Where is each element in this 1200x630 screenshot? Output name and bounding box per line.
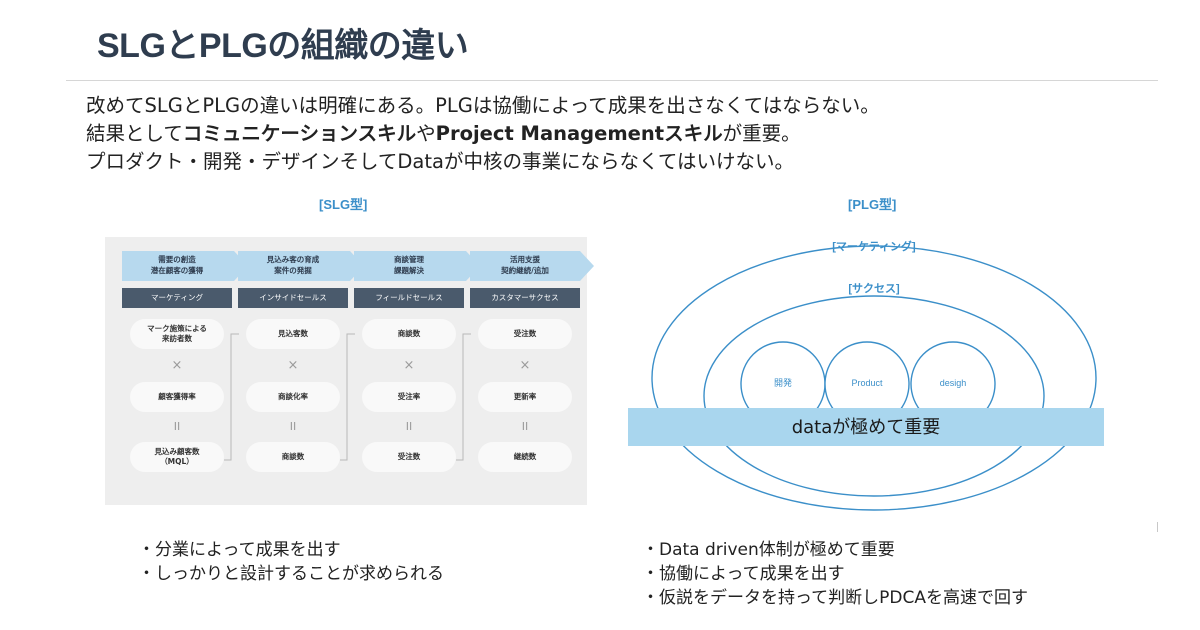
metric-input-line: マーク施策による [147, 324, 207, 333]
stage-line-2: 潜在顧客の獲得 [150, 266, 204, 275]
metric-input: 受注数 [478, 319, 572, 349]
slg-connectors [224, 333, 471, 461]
page-title: SLGとPLGの組織の違い [97, 27, 469, 65]
role-header: マーケティング [122, 288, 232, 308]
metric-rate: 顧客獲得率 [130, 382, 224, 412]
metric-output-line: 受注数 [397, 452, 421, 461]
data-bar [628, 408, 1104, 446]
plg-section-label: [PLG型] [848, 197, 897, 212]
stage-line-1: 見込み客の育成 [266, 255, 320, 264]
plg-bullet-1: ・Data driven体制が極めて重要 [642, 540, 895, 560]
slg-bullets: ・分業によって成果を出す ・しっかりと設計することが求められる [138, 538, 444, 586]
stage-line-1: 需要の創造 [158, 255, 196, 264]
metric-output: 受注数 [362, 442, 456, 472]
multiply-sign: × [171, 358, 183, 373]
middle-ring-label: [サクセス] [848, 282, 900, 295]
metric-output: 見込み顧客数（MQL） [130, 442, 224, 472]
intro-line-1: 改めてSLGとPLGの違いは明確にある。PLGは協働によって成果を出さなくてはな… [86, 94, 880, 117]
multiply-sign: × [287, 358, 299, 373]
role-header: フィールドセールス [354, 288, 464, 308]
role-header: カスタマーサクセス [470, 288, 580, 308]
equals-sign: II [289, 420, 297, 433]
intro-line-2-a: 結果として [86, 122, 183, 145]
middle-ring [703, 295, 1045, 497]
stage-arrow: 需要の創造潜在顧客の獲得 [122, 251, 248, 281]
intro-line-2-c: や [416, 122, 436, 145]
circle-dev-label: 開発 [774, 377, 792, 388]
plg-bullet-2: ・協働によって成果を出す [642, 564, 845, 584]
intro-text: 改めてSLGとPLGの違いは明確にある。PLGは協働によって成果を出さなくてはな… [86, 92, 880, 176]
metric-output: 商談数 [246, 442, 340, 472]
metric-input-line: 見込客数 [278, 329, 308, 338]
intro-line-3: プロダクト・開発・デザインそしてDataが中核の事業にならなくてはいけない。 [86, 150, 795, 173]
metric-output-line: （MQL） [160, 457, 194, 466]
metric-input-line: 商談数 [397, 329, 421, 338]
outer-ring-label: [マーケティング] [832, 239, 916, 253]
slg-diagram: 需要の創造潜在顧客の獲得マーケティングマーク施策による来訪者数 × 顧客獲得率 II 見… [105, 237, 594, 505]
metric-output-line: 継続数 [513, 452, 537, 461]
slg-bullet-2: ・しっかりと設計することが求められる [138, 564, 444, 584]
metric-rate: 更新率 [478, 382, 572, 412]
role-header: インサイドセールス [238, 288, 348, 308]
intro-emphasis-pm: Project Managementスキル [435, 122, 723, 145]
metric-output-line: 見込み顧客数 [154, 447, 200, 456]
stage-line-1: 活用支援 [510, 255, 540, 264]
metric-output: 継続数 [478, 442, 572, 472]
intro-line-2: 結果としてコミュニケーションスキルやProject Managementスキルが… [86, 120, 880, 148]
circle-design-label: desigh [940, 378, 967, 388]
metric-rate: 商談化率 [246, 382, 340, 412]
intro-emphasis-communication: コミュニケーションスキル [182, 122, 417, 145]
multiply-sign: × [403, 358, 415, 373]
title-divider [66, 80, 1158, 81]
intro-line-2-e: が重要。 [722, 122, 801, 145]
stage-line-2: 課題解決 [394, 266, 424, 275]
metric-input-line: 受注数 [513, 329, 537, 338]
slg-section-label: [SLG型] [319, 197, 368, 212]
metric-output-line: 商談数 [281, 452, 305, 461]
metric-input: 商談数 [362, 319, 456, 349]
multiply-sign: × [519, 358, 531, 373]
plg-bullets: ・Data driven体制が極めて重要 ・協働によって成果を出す ・仮説をデー… [642, 538, 1028, 610]
plg-diagram: [マーケティング] [サクセス] 開発 Product desigh dataが… [628, 239, 1104, 511]
metric-input: マーク施策による来訪者数 [130, 319, 224, 349]
stage-line-2: 案件の発掘 [274, 266, 312, 275]
outer-ring [651, 245, 1097, 511]
circle-product-label: Product [851, 378, 883, 388]
metric-input-line: 来訪者数 [162, 334, 192, 343]
plg-bullet-3: ・仮説をデータを持って判断しPDCAを高速で回す [642, 588, 1028, 608]
data-bar-label: dataが極めて重要 [792, 417, 941, 438]
equals-sign: II [173, 420, 181, 433]
slg-bullet-1: ・分業によって成果を出す [138, 540, 341, 560]
stage-arrow: 活用支援契約継続/追加 [470, 251, 596, 281]
stage-arrow: 見込み客の育成案件の発掘 [238, 251, 364, 281]
stage-line-1: 商談管理 [394, 255, 424, 264]
stage-arrow: 商談管理課題解決 [354, 251, 480, 281]
metric-rate: 受注率 [362, 382, 456, 412]
edge-mark [1157, 522, 1158, 532]
equals-sign: II [405, 420, 413, 433]
stage-line-2: 契約継続/追加 [501, 266, 549, 275]
equals-sign: II [521, 420, 529, 433]
metric-input: 見込客数 [246, 319, 340, 349]
